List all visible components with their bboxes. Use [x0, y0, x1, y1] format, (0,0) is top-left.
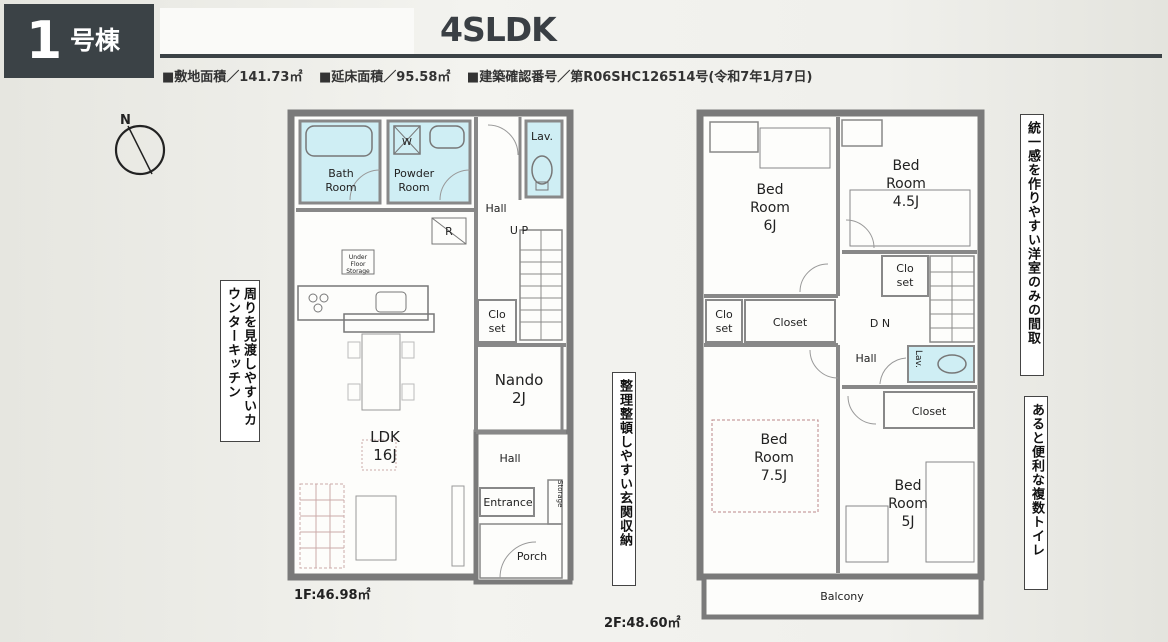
closet-2f-stair-label-1: Clo [896, 262, 914, 275]
floor2-area: 2F:48.60㎡ [604, 616, 681, 631]
powder-room-label-2: Room [398, 181, 429, 194]
closet-2f-left-label: Closet [773, 316, 808, 329]
bath-room-label-2: Room [325, 181, 356, 194]
floor2-plan [696, 109, 985, 620]
closet-2f-small-label-1: Clo [715, 308, 733, 321]
floor1-plan [287, 109, 574, 585]
closet-1f-label-2: set [489, 322, 506, 335]
balcony-area [701, 574, 984, 620]
powder-room-label-1: Powder [394, 167, 435, 180]
bed-75-label-3: 7.5J [761, 468, 787, 484]
building-badge: 1 号棟 [4, 4, 154, 78]
hall-upper-label: Hall [485, 202, 506, 215]
bed-45-label-2: Room [886, 176, 926, 192]
nando-label-2: 2J [512, 389, 526, 407]
hall-2f-label: Hall [855, 352, 876, 365]
floor-area: ■延床面積／95.58㎡ [318, 70, 451, 85]
bed-45-label-1: Bed [892, 158, 919, 174]
porch-label: Porch [517, 550, 547, 563]
callout-storage: 整理整頓しやすい玄関収納 [612, 372, 636, 586]
closet-2f-right-label: Closet [912, 405, 947, 418]
hall-lower-label: Hall [499, 452, 520, 465]
ldk-label-2: 16J [373, 446, 397, 464]
entrance-label: Entrance [483, 496, 533, 509]
floor1-area: 1F:46.98㎡ [294, 588, 371, 603]
bath-room [298, 119, 382, 205]
bed-6-label-1: Bed [756, 182, 783, 198]
underfloor-label-1: Under [349, 254, 368, 261]
building-unit: 号棟 [70, 26, 121, 55]
closet-2f-stair-label-2: set [897, 276, 914, 289]
washer-label: W [402, 137, 412, 148]
callout-rooms: 統一感を作りやすい洋室のみの間取 [1020, 114, 1044, 376]
bed-75-label-1: Bed [760, 432, 787, 448]
callout-toilets: あると便利な複数トイレ [1024, 396, 1048, 590]
closet-1f-label-1: Clo [488, 308, 506, 321]
plan-type: 4SLDK [440, 10, 557, 49]
ldk-label-1: LDK [370, 428, 401, 446]
info-line: ■敷地面積／141.73㎡ ■延床面積／95.58㎡ ■建築確認番号／第R06S… [162, 66, 824, 85]
bed-5-label-2: Room [888, 496, 928, 512]
refrigerator-label: R [445, 225, 453, 238]
bath-room-label-1: Bath [328, 167, 354, 180]
bed-75-label-2: Room [754, 450, 794, 466]
building-number: 1 [26, 11, 63, 71]
bed-5-label-1: Bed [894, 478, 921, 494]
nando-label-1: Nando [495, 371, 544, 389]
underfloor-label-2: Floor [351, 261, 366, 268]
compass: N [114, 113, 166, 176]
bed-6-label-3: 6J [763, 218, 776, 234]
closet-2f-small-label-2: set [716, 322, 733, 335]
bed-45-label-3: 4.5J [893, 194, 919, 210]
site-area: ■敷地面積／141.73㎡ [162, 70, 303, 85]
compass-north-label: N [120, 113, 131, 128]
bed-6-label-2: Room [750, 200, 790, 216]
lav-label-2f: Lav. [913, 350, 923, 368]
header-rule [160, 54, 1162, 58]
lav-label-1f: Lav. [531, 130, 553, 143]
up-label: U P [510, 224, 529, 237]
compass-ring [114, 124, 166, 176]
confirmation-number: ■建築確認番号／第R06SHC126514号(令和7年1月7日) [466, 70, 813, 85]
storage-label: Storage [556, 480, 564, 507]
underfloor-label-3: Storage [346, 268, 370, 275]
callout-kitchen: 周りを見渡しやすいカウンターキッチン [220, 280, 260, 442]
balcony-label: Balcony [820, 590, 864, 603]
name-banner [160, 8, 414, 54]
dn-label: D N [870, 317, 890, 330]
bed-5-label-3: 5J [901, 514, 914, 530]
